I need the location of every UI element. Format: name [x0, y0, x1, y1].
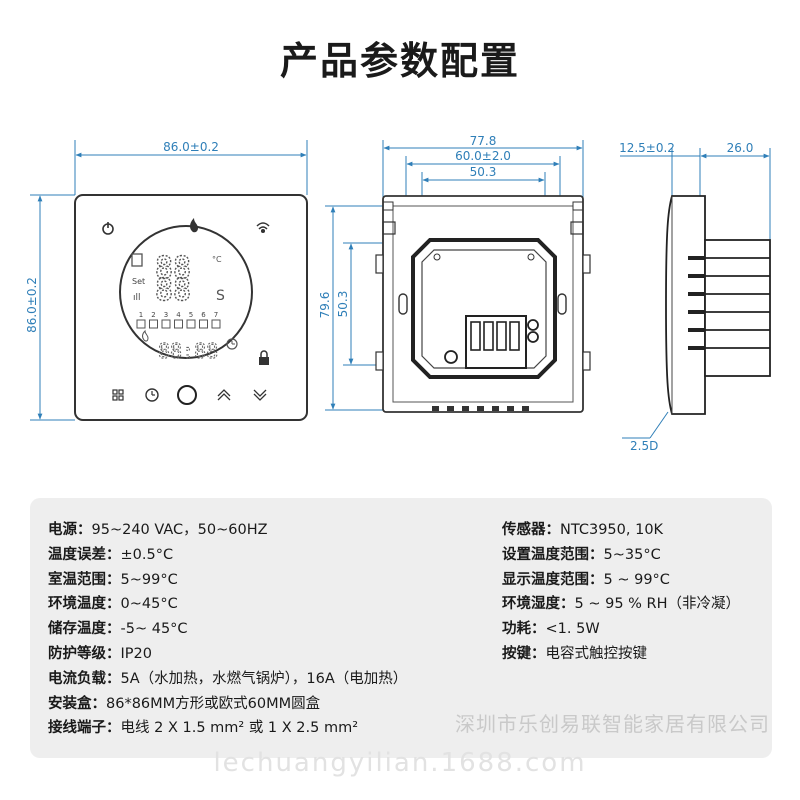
day-number: 5: [189, 311, 193, 319]
spec-row: 安装盒：86*86MM方形或欧式60MM圆盒: [48, 692, 320, 713]
spec-key: 电流负载：: [48, 670, 121, 687]
up-button[interactable]: [217, 389, 231, 401]
side-front-label: 12.5±0.2: [619, 141, 675, 155]
spec-value: 5 ~ 95 % RH（非冷凝）: [574, 596, 741, 613]
svg-text:S: S: [216, 288, 225, 304]
spec-row: 电流负载：5A（水加热，水燃气锅炉），16A（电加热）: [48, 667, 407, 688]
day-mode-icon: [186, 319, 196, 329]
spec-value: 5A（水加热，水燃气锅炉），16A（电加热）: [120, 670, 408, 687]
day-mode-icon: [211, 319, 221, 329]
clock-button[interactable]: [145, 388, 159, 402]
front-width-label: 86.0±0.2: [163, 140, 219, 154]
day-mode-icon: [199, 319, 208, 329]
spec-row: 环境温度：0~45°C: [48, 592, 178, 613]
day-number: 7: [214, 311, 218, 319]
spec-value: 5~99°C: [120, 571, 178, 588]
spec-key: 设置温度范围：: [502, 546, 604, 563]
spec-key: 环境温度：: [48, 596, 121, 613]
front-height-label: 86.0±0.2: [25, 277, 39, 333]
front-view: 86.0±0.2 86.0±0.2 Set ıll 88 88: [25, 140, 308, 421]
spec-key: 电源：: [48, 522, 92, 538]
flame-small-icon: [141, 329, 149, 342]
back-width-outer-label: 77.8: [470, 134, 497, 148]
spec-value: 0~45°C: [120, 596, 178, 613]
back-height-outer-label: 79.6: [318, 292, 332, 319]
day-mode-icon: [174, 319, 183, 329]
spec-value: 电容式触控按键: [545, 646, 648, 662]
watermark-url: lechuangyilian.1688.com: [213, 748, 587, 778]
spec-key: 安装盒：: [48, 695, 106, 712]
day-number: 3: [164, 311, 168, 319]
spec-value: ±0.5°C: [120, 546, 174, 563]
home-icon: [131, 253, 143, 267]
clock-digits: 88:88: [158, 339, 218, 363]
menu-button[interactable]: [112, 389, 124, 401]
spec-value: 5~35°C: [603, 546, 661, 563]
flame-icon: [190, 218, 198, 233]
spec-row: 电源：95~240 VAC，50~60HZ: [48, 518, 268, 539]
spec-row: 传感器：NTC3950, 10K: [502, 518, 663, 539]
spec-value: IP20: [120, 646, 152, 662]
spec-key: 传感器：: [502, 522, 560, 538]
day-number: 4: [176, 311, 181, 319]
side-depth-label: 26.0: [727, 141, 754, 155]
spec-key: 环境湿度：: [502, 596, 575, 613]
spec-value: 5 ~ 99°C: [603, 571, 670, 588]
svg-text:°C: °C: [212, 255, 222, 264]
power-button[interactable]: [177, 385, 197, 405]
temp-bottom-digits: 88: [155, 273, 191, 308]
day-mode-icon: [149, 319, 158, 329]
spec-row: 功耗：<1. 5W: [502, 617, 600, 638]
spec-row: 显示温度范围：5 ~ 99°C: [502, 568, 670, 589]
temp-top-digits: 88: [155, 251, 191, 286]
spec-row: 按键：电容式触控按键: [502, 642, 647, 663]
day-mode-icon: [136, 319, 146, 329]
spec-key: 接线端子：: [48, 720, 121, 737]
spec-row: 设置温度范围：5~35°C: [502, 543, 661, 564]
spec-value: 86*86MM方形或欧式60MM圆盒: [106, 695, 321, 712]
spec-key: 防护等级：: [48, 646, 121, 662]
spec-row: 环境湿度：5 ~ 95 % RH（非冷凝）: [502, 592, 740, 613]
down-button[interactable]: [253, 389, 267, 401]
spec-value: <1. 5W: [545, 621, 600, 638]
watermark-company: 深圳市乐创易联智能家居有限公司: [455, 712, 770, 736]
spec-key: 温度误差：: [48, 546, 121, 563]
spec-panel: [30, 498, 772, 758]
day-number: 2: [151, 311, 155, 319]
back-width-mid-label: 60.0±2.0: [455, 149, 511, 163]
side-view: 12.5±0.2 26.0 2.5D: [619, 141, 771, 453]
spec-row: 接线端子：电线 2 X 1.5 mm² 或 1 X 2.5 mm²: [48, 716, 358, 737]
back-width-inner-label: 50.3: [470, 165, 497, 179]
spec-row: 室温范围：5~99°C: [48, 568, 178, 589]
back-view: 77.8 60.0±2.0 50.3 79.6 50.3: [318, 134, 591, 413]
wifi-icon: [256, 222, 270, 234]
side-tip-label: 2.5D: [630, 439, 658, 453]
back-height-inner-label: 50.3: [336, 291, 350, 318]
day-number: 6: [201, 311, 206, 319]
power-icon: [102, 222, 114, 235]
set-label: Set: [132, 277, 145, 286]
spec-value: 95~240 VAC，50~60HZ: [91, 522, 268, 538]
spec-value: NTC3950, 10K: [560, 522, 664, 538]
lock-icon: [259, 350, 269, 365]
spec-value: 电线 2 X 1.5 mm² 或 1 X 2.5 mm²: [120, 720, 359, 737]
spec-key: 功耗：: [502, 621, 546, 638]
clock-icon: [226, 338, 238, 350]
spec-key: 室温范围：: [48, 571, 121, 588]
day-number: 1: [139, 311, 143, 319]
spec-key: 显示温度范围：: [502, 571, 604, 588]
spec-key: 按键：: [502, 646, 546, 662]
bars-icon: ıll: [133, 293, 141, 303]
spec-row: 储存温度：-5~ 45°C: [48, 617, 188, 638]
page-title: 产品参数配置: [279, 39, 520, 83]
spec-value: -5~ 45°C: [120, 621, 188, 638]
spec-row: 温度误差：±0.5°C: [48, 543, 173, 564]
spec-key: 储存温度：: [48, 621, 121, 638]
product-drawing: 86.0±0.2 86.0±0.2 Set ıll 88 88: [25, 134, 771, 453]
day-mode-icon: [161, 319, 171, 329]
spec-row: 防护等级：IP20: [48, 642, 152, 663]
